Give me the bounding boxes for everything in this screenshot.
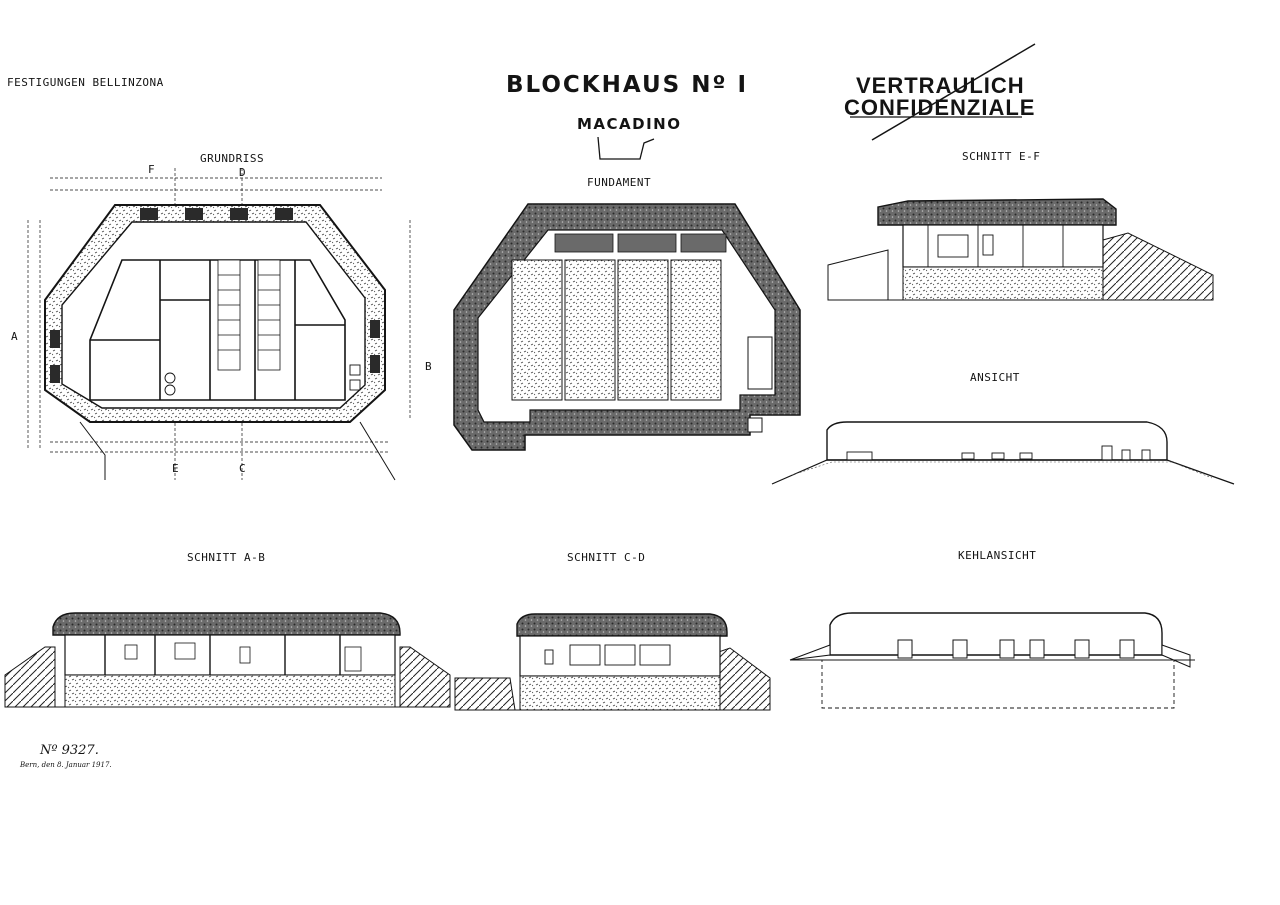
foundation-drawing — [453, 203, 801, 451]
drawing-date: Bern, den 8. Januar 1917. — [20, 761, 112, 769]
sheet-subtitle: MACADINO — [577, 115, 682, 133]
section-ab-drawing — [4, 612, 451, 708]
label-kehlansicht: KEHLANSICHT — [958, 549, 1037, 562]
marker-c: C — [239, 462, 247, 475]
label-ansicht: ANSICHT — [970, 371, 1020, 384]
marker-a: A — [11, 330, 19, 343]
stamp-vertraulich: VERTRAULICH — [856, 73, 1025, 98]
label-schnitt-ef: SCHNITT E-F — [962, 150, 1041, 163]
section-cd-drawing — [454, 613, 771, 711]
marker-e: E — [172, 462, 180, 475]
label-fundament: FUNDAMENT — [587, 176, 652, 189]
marker-b: B — [425, 360, 433, 373]
marker-d: D — [239, 166, 247, 179]
floor-plan-drawing — [27, 168, 411, 481]
elevation-drawing — [771, 421, 1235, 485]
sheet-title: BLOCKHAUS Nº I — [506, 72, 748, 98]
section-ef-drawing — [827, 198, 1214, 301]
label-grundriss: GRUNDRISS — [200, 152, 265, 165]
stamp-confidenziale: CONFIDENZIALE — [844, 95, 1036, 120]
drawing-number: Nº 9327. — [40, 743, 99, 758]
subtitle-bracket — [597, 136, 655, 160]
stamp-strikethrough — [850, 43, 1036, 141]
marker-f: F — [148, 163, 156, 176]
label-schnitt-cd: SCHNITT C-D — [567, 551, 646, 564]
label-schnitt-ab: SCHNITT A-B — [187, 551, 266, 564]
rear-elevation-drawing — [789, 612, 1195, 709]
org-label: FESTIGUNGEN BELLINZONA — [7, 76, 164, 89]
